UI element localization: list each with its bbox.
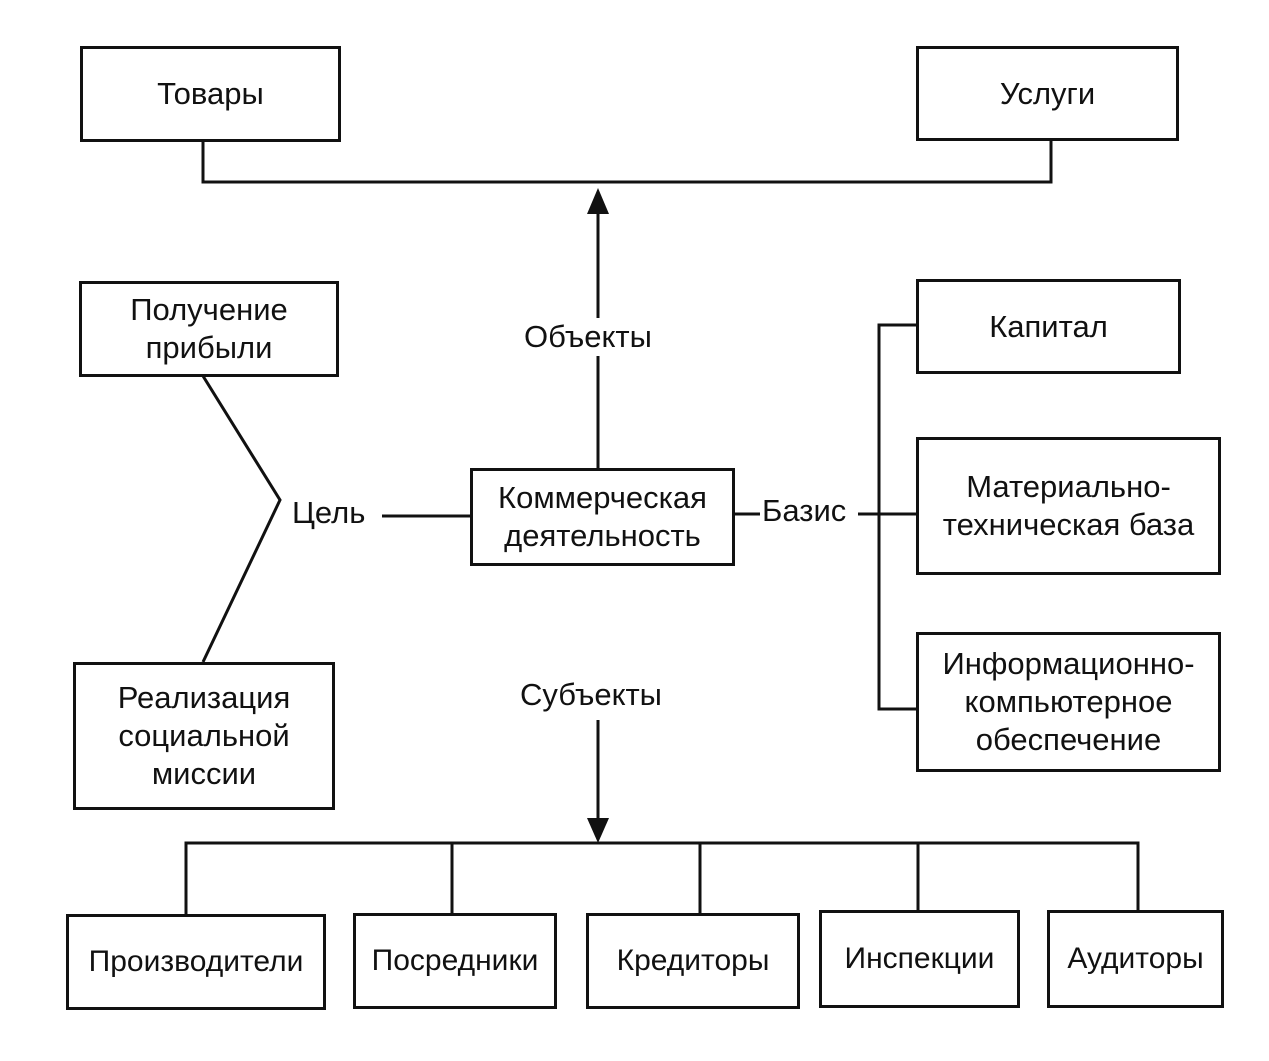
social-mission-line-3: миссии	[151, 756, 257, 791]
auditors-box: Аудиторы	[1047, 910, 1224, 1008]
auditors-label: Аудиторы	[1067, 942, 1204, 975]
social-mission-line-1: Реализация	[117, 680, 291, 715]
profit-line-2: прибыли	[145, 330, 273, 365]
info-computer-line-3: обеспечение	[975, 722, 1162, 757]
center-line-1: Коммерческая	[498, 480, 707, 515]
social-mission-line-2: социальной	[118, 718, 290, 753]
capital-label: Капитал	[989, 308, 1108, 344]
material-base-box: Материально- техническая база	[916, 437, 1221, 575]
services-box: Услуги	[916, 46, 1179, 141]
creditors-label: Кредиторы	[616, 944, 770, 977]
services-label: Услуги	[999, 75, 1096, 111]
producers-label: Производители	[88, 945, 304, 978]
subjects-bracket-line	[184, 841, 1140, 915]
goods-label: Товары	[157, 76, 264, 111]
info-computer-box: Информационно- компьютерное обеспечение	[916, 632, 1221, 772]
basis-bracket-line	[877, 323, 918, 711]
intermediaries-label: Посредники	[371, 944, 539, 977]
goal-label: Цель	[290, 494, 368, 532]
creditors-box: Кредиторы	[586, 913, 800, 1009]
profit-line-1: Получение	[130, 292, 288, 327]
objects-bracket-line	[201, 140, 1053, 184]
subjects-label: Субъекты	[518, 676, 664, 714]
goods-box: Товары	[80, 46, 341, 142]
inspections-label: Инспекции	[844, 942, 995, 975]
objects-arrow-head	[587, 188, 609, 214]
social-mission-box: Реализация социальной миссии	[73, 662, 335, 810]
center-line-2: деятельность	[504, 518, 701, 553]
commercial-activity-box: Коммерческая деятельность	[470, 468, 735, 566]
producers-box: Производители	[66, 914, 326, 1010]
subjects-arrow-head	[587, 818, 609, 843]
capital-box: Капитал	[916, 279, 1181, 374]
intermediaries-box: Посредники	[353, 913, 557, 1009]
goal-connector-line	[201, 375, 282, 663]
material-base-line-2: техническая база	[942, 507, 1195, 542]
info-computer-line-2: компьютерное	[964, 684, 1173, 719]
info-computer-line-1: Информационно-	[942, 646, 1195, 681]
inspections-box: Инспекции	[819, 910, 1020, 1008]
material-base-line-1: Материально-	[966, 469, 1171, 504]
basis-label: Базис	[760, 492, 849, 530]
objects-label: Объекты	[522, 318, 654, 356]
profit-box: Получение прибыли	[79, 281, 339, 377]
